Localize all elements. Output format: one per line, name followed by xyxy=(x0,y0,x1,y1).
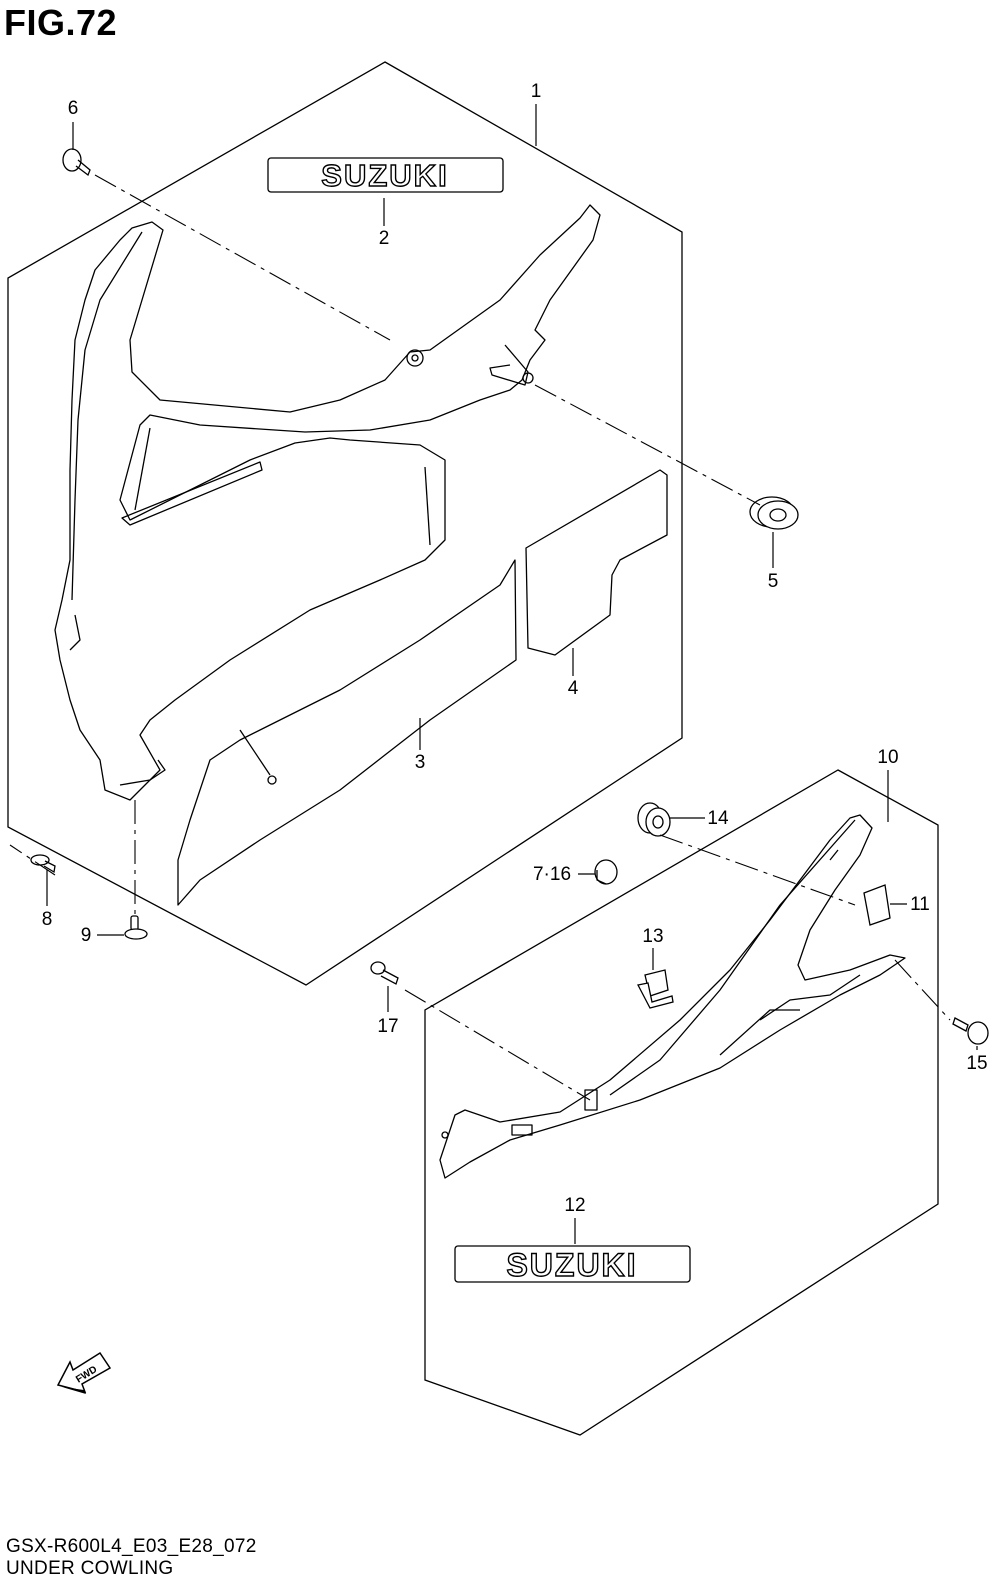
assembly-1-outline xyxy=(7,61,683,986)
part-4-pad xyxy=(525,469,668,656)
diagram-code: GSX-R600L4_E03_E28_072 xyxy=(6,1536,257,1557)
callout-labels: 1 2 3 4 5 6 7·16 8 9 10 11 12 13 14 15 1… xyxy=(42,81,988,1216)
part-17-screw xyxy=(370,961,399,985)
emblem-lower-text: SUZUKI xyxy=(506,1247,637,1283)
part-11-pad xyxy=(863,884,891,926)
callout-4: 4 xyxy=(568,678,579,699)
figure-title: FIG.72 xyxy=(4,2,118,43)
callout-2: 2 xyxy=(379,228,390,249)
callout-17: 17 xyxy=(377,1016,398,1037)
right-under-cowling xyxy=(439,814,906,1179)
callout-14: 14 xyxy=(707,808,729,829)
emblem-upper-text: SUZUKI xyxy=(321,158,448,193)
callout-3: 3 xyxy=(415,752,426,773)
callout-9: 9 xyxy=(81,925,92,946)
assembly-10-outline xyxy=(424,769,939,1436)
callout-8: 8 xyxy=(42,909,53,930)
part-15-screw xyxy=(952,1017,989,1045)
part-9-rivet xyxy=(124,915,148,940)
part-14-grommet xyxy=(637,802,671,837)
left-under-cowling xyxy=(54,204,601,906)
part-8-screw xyxy=(30,854,56,874)
part-7-16-nut xyxy=(594,859,618,885)
part-6-screw xyxy=(62,148,91,177)
alignment-lines xyxy=(9,174,951,1101)
callout-12: 12 xyxy=(564,1195,585,1216)
callout-5: 5 xyxy=(768,571,779,592)
callout-11: 11 xyxy=(910,894,930,915)
callout-15: 15 xyxy=(966,1053,987,1074)
part-13-clip xyxy=(637,969,674,1009)
callout-7-16: 7·16 xyxy=(533,864,571,885)
callout-10: 10 xyxy=(877,747,898,768)
callout-6: 6 xyxy=(68,98,79,119)
emblem-upper: SUZUKI xyxy=(267,157,504,194)
fwd-arrow-icon: FWD xyxy=(56,1351,112,1394)
part-5-grommet xyxy=(749,496,799,530)
callout-1: 1 xyxy=(531,81,542,102)
emblem-lower: SUZUKI xyxy=(454,1245,691,1284)
leader-lines xyxy=(46,104,978,1244)
diagram-name: UNDER COWLING xyxy=(6,1558,174,1579)
callout-13: 13 xyxy=(642,926,663,947)
